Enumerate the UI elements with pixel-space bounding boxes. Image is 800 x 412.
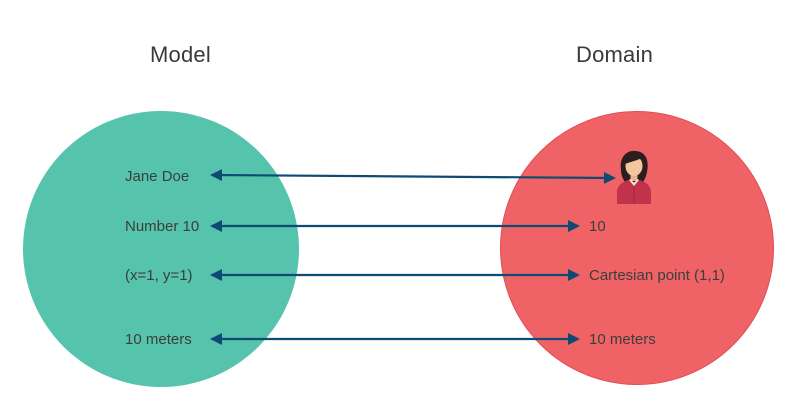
domain-item-cartesian-point: Cartesian point (1,1) (589, 267, 725, 284)
domain-title: Domain (576, 42, 654, 67)
person-icon (617, 150, 651, 204)
domain-item-meters: 10 meters (589, 331, 656, 348)
domain-item-number: 10 (589, 218, 606, 235)
model-title: Model (150, 42, 211, 67)
model-item-number: Number 10 (125, 218, 200, 235)
arrow-jane-doe (210, 169, 616, 184)
model-item-coordinates: (x=1, y=1) (125, 267, 193, 284)
model-item-jane-doe: Jane Doe (125, 168, 190, 185)
model-item-meters: 10 meters (125, 331, 192, 348)
